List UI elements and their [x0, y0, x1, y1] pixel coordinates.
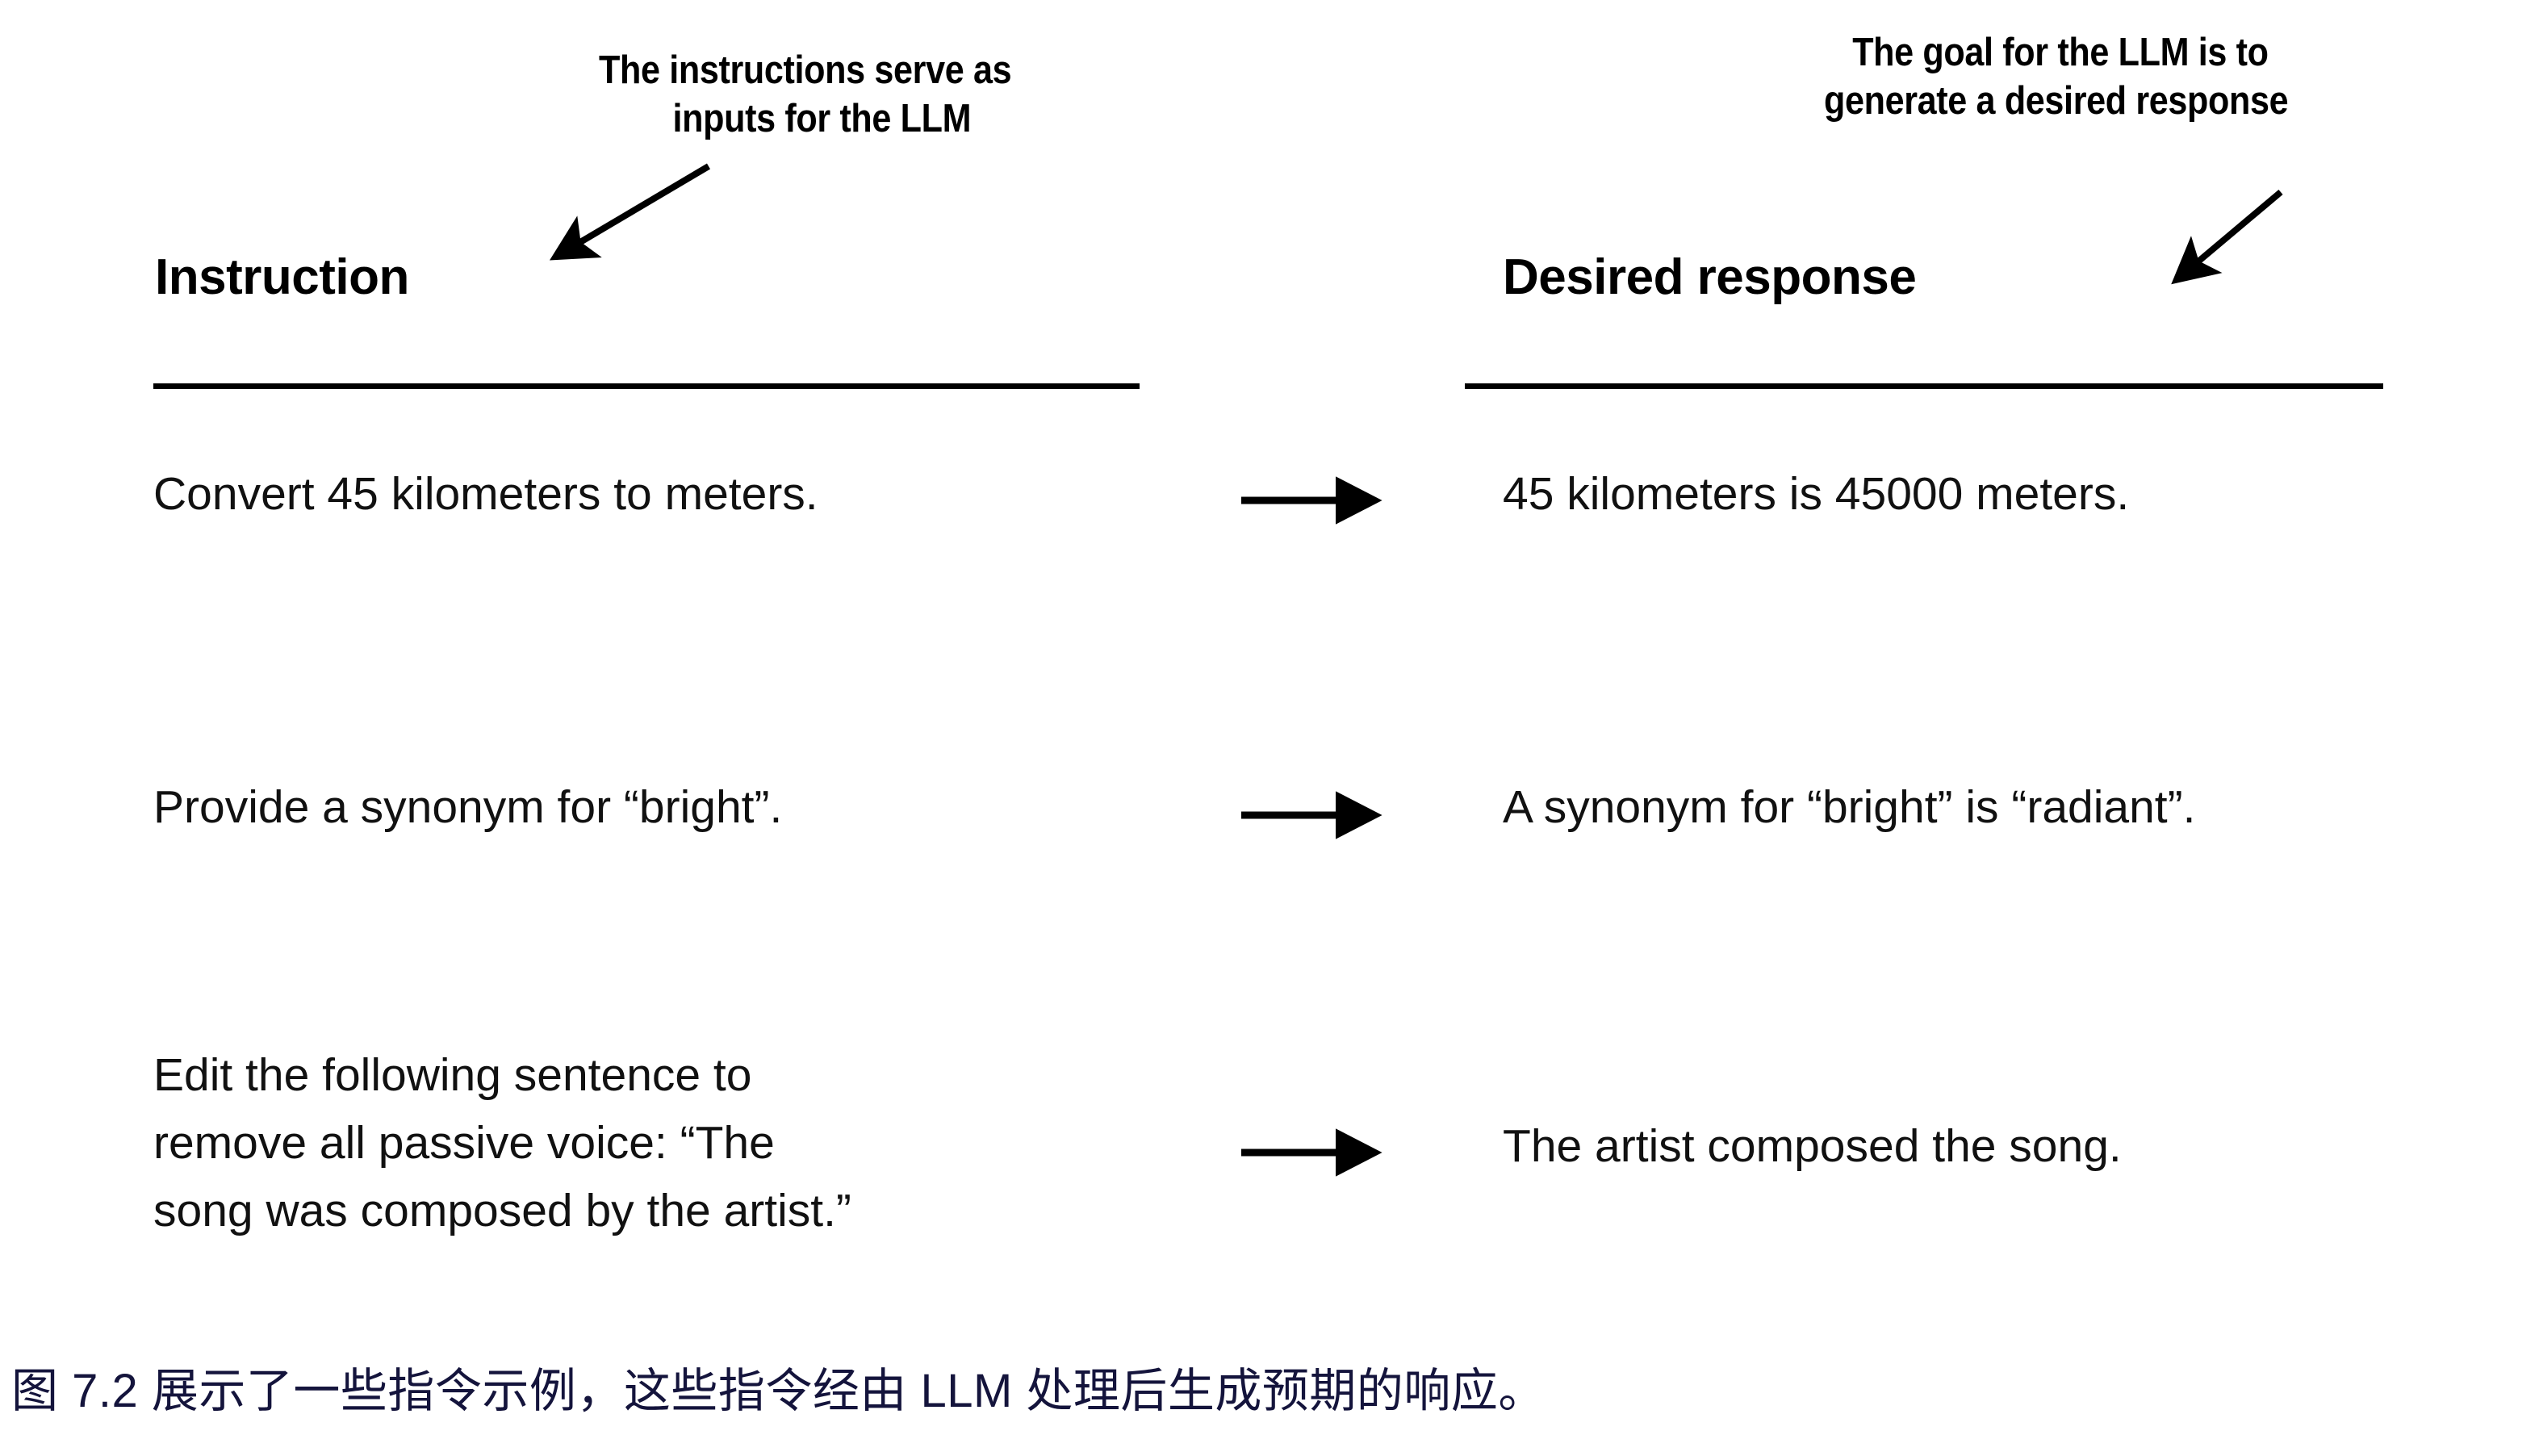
table-row-3-response: The artist composed the song. — [1503, 1120, 2122, 1172]
table-row-1-instruction: Convert 45 kilometers to meters. — [153, 468, 818, 520]
annotation-desired-response: The goal for the LLM is to generate a de… — [1824, 29, 2289, 126]
annotation-instruction-line2: inputs for the LLM — [672, 96, 972, 140]
divider-instruction — [153, 383, 1140, 389]
figure-caption: 图 7.2 展示了一些指令示例，这些指令经由 LLM 处理后生成预期的响应。 — [11, 1365, 1546, 1417]
column-header-instruction: Instruction — [155, 249, 409, 305]
column-header-desired-response: Desired response — [1503, 249, 1917, 305]
annotation-desired-response-line2: generate a desired response — [1824, 78, 2289, 123]
table-row-2-instruction: Provide a synonym for “bright”. — [153, 781, 783, 833]
annotation-instruction-line1: The instructions serve as — [599, 48, 1012, 92]
annotation-arrow-instruction-icon — [549, 163, 711, 261]
annotation-desired-response-line1: The goal for the LLM is to — [1852, 31, 2269, 74]
annotation-instruction: The instructions serve as inputs for the… — [599, 47, 1012, 144]
divider-desired-response — [1465, 383, 2383, 389]
table-row-3-instruction: Edit the following sentence to remove al… — [153, 1049, 851, 1236]
table-row-1-response: 45 kilometers is 45000 meters. — [1503, 468, 2130, 520]
table-row-2-response: A synonym for “bright” is “radiant”. — [1503, 781, 2196, 833]
annotation-arrow-desired-response-icon — [2171, 189, 2283, 285]
